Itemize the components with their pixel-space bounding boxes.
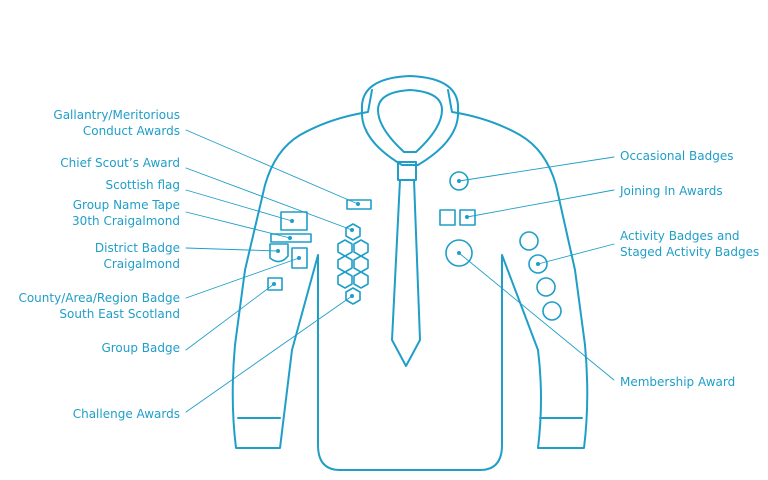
neckerchief bbox=[391, 179, 421, 367]
hood-inner bbox=[377, 89, 443, 153]
label-activity-badges-line2: Staged Activity Badges bbox=[620, 245, 760, 259]
label-group-name-tape-line1: Group Name Tape bbox=[72, 198, 180, 212]
gallantry-badge bbox=[346, 199, 372, 210]
label-gallantry-line2: Conduct Awards bbox=[82, 124, 180, 138]
county-badge bbox=[291, 247, 308, 269]
shirt-outline bbox=[231, 89, 589, 471]
label-scottish-flag: Scottish flag bbox=[105, 178, 180, 192]
leader-lines bbox=[185, 129, 615, 413]
district-badge bbox=[269, 243, 289, 263]
label-occasional-badges: Occasional Badges bbox=[620, 149, 734, 163]
scottish-flag-badge bbox=[280, 211, 308, 231]
woggle bbox=[397, 161, 417, 181]
membership-award bbox=[445, 239, 473, 267]
label-chief-scout-award: Chief Scout’s Award bbox=[60, 156, 180, 170]
label-group-name-tape: Group Name Tape 30th Craigalmond bbox=[72, 197, 180, 229]
label-challenge-awards: Challenge Awards bbox=[72, 407, 180, 421]
label-activity-badges: Activity Badges and Staged Activity Badg… bbox=[620, 228, 759, 260]
label-gallantry-line1: Gallantry/Meritorious bbox=[53, 108, 180, 122]
label-county-badge: County/Area/Region Badge South East Scot… bbox=[18, 290, 180, 322]
label-group-name-tape-line2: 30th Craigalmond bbox=[72, 214, 180, 228]
label-county-badge-line2: South East Scotland bbox=[59, 307, 180, 321]
label-district-badge-line1: District Badge bbox=[94, 241, 180, 255]
label-joining-in-awards: Joining In Awards bbox=[620, 184, 723, 198]
label-district-badge-line2: Craigalmond bbox=[103, 257, 180, 271]
occasional-badge bbox=[449, 171, 469, 191]
challenge-awards-hexagons bbox=[337, 223, 369, 305]
joining-in-award-2 bbox=[459, 209, 476, 226]
label-county-badge-line1: County/Area/Region Badge bbox=[18, 291, 180, 305]
label-membership-award: Membership Award bbox=[620, 375, 736, 389]
label-district-badge: District Badge Craigalmond bbox=[95, 240, 180, 272]
badge-dots bbox=[272, 179, 540, 298]
activity-badges bbox=[519, 231, 562, 321]
label-activity-badges-line1: Activity Badges and bbox=[620, 229, 740, 243]
group-name-tape bbox=[270, 233, 312, 243]
joining-in-award-1 bbox=[439, 209, 456, 226]
group-badge bbox=[267, 277, 283, 291]
label-group-badge: Group Badge bbox=[101, 341, 180, 355]
hood-outline bbox=[360, 75, 460, 166]
label-gallantry: Gallantry/Meritorious Conduct Awards bbox=[53, 107, 180, 139]
